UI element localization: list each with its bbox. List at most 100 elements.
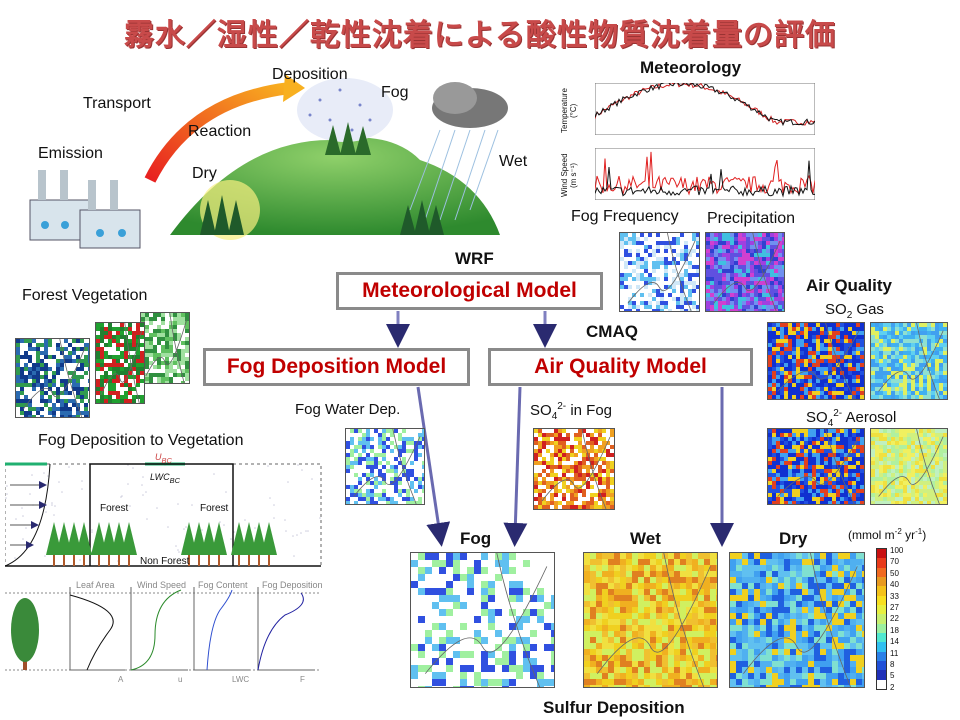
axis-f: F — [300, 675, 305, 684]
colorbar-segment — [877, 623, 886, 633]
colorbar-segment — [877, 558, 886, 568]
vegetation-map-2 — [95, 322, 145, 404]
colorbar-tick: 5 — [890, 671, 895, 681]
dry-deposition-glow — [200, 180, 260, 240]
vegetation-map-1 — [15, 338, 90, 418]
axis-a: A — [118, 675, 124, 684]
leaf-area-curve — [69, 594, 114, 671]
wind-speed-chart — [595, 148, 815, 200]
profile-leaf-area: Leaf Area — [76, 580, 115, 590]
colorbar-tick: 22 — [890, 614, 899, 624]
fog-frequency-map — [619, 232, 700, 312]
so4-aerosol-map-large — [767, 428, 865, 505]
non-forest-label: Non Forest — [140, 556, 190, 567]
fog-deposition-curve — [257, 592, 304, 671]
transport-arrow — [144, 82, 291, 183]
dry-sulfur-deposition-map — [729, 552, 865, 688]
u-bc-label: UBC — [155, 452, 172, 465]
meteorology-title: Meteorology — [640, 58, 742, 77]
precipitation-map — [705, 232, 785, 312]
colorbar-tick: 70 — [890, 557, 899, 567]
colorbar-tick: 2 — [890, 682, 895, 692]
colorbar-tick: 14 — [890, 637, 899, 647]
tree-icon — [11, 598, 39, 670]
air-quality-model-box: Air Quality Model — [488, 348, 753, 386]
deposition-scene — [29, 74, 508, 249]
colorbar-tick: 8 — [890, 660, 895, 670]
colorbar-segment — [877, 679, 886, 689]
vegetation-map-3 — [140, 312, 190, 384]
colorbar-segment — [877, 642, 886, 652]
air-quality-title: Air Quality — [806, 276, 892, 295]
colorbar-segment — [877, 576, 886, 587]
wet-sulfur-deposition-map — [583, 552, 718, 688]
colorbar-segment — [877, 614, 886, 624]
page-title: 霧水／湿性／乾性沈着による酸性物質沈着量の評価 — [123, 18, 837, 53]
so2-gas-map-small — [870, 322, 948, 400]
forest-vegetation-label: Forest Vegetation — [22, 287, 148, 304]
colorbar-tick: 50 — [890, 568, 899, 578]
colorbar-tick: 100 — [890, 546, 904, 555]
so4-aerosol-map-small — [870, 428, 948, 505]
so4-in-fog-label: SO42- in Fog — [530, 401, 613, 422]
lwc-bc-label: LWCBC — [150, 472, 181, 485]
colorbar-tick: 18 — [890, 625, 899, 635]
factory-icon — [29, 170, 141, 249]
fog-result-label: Fog — [460, 529, 492, 548]
fog-label: Fog — [381, 84, 409, 101]
axis-u: u — [178, 675, 183, 684]
colorbar-segment — [877, 595, 886, 605]
precipitation-label: Precipitation — [707, 210, 796, 227]
transport-label: Transport — [83, 95, 151, 112]
temperature-ylabel: Temperature (°C) — [560, 88, 578, 134]
wet-label: Wet — [499, 153, 528, 170]
dry-label: Dry — [192, 165, 217, 182]
vertical-profiles — [5, 587, 321, 671]
profile-fog-deposition: Fog Deposition — [262, 580, 323, 590]
colorbar-tick: 33 — [890, 591, 899, 601]
colorbar-segment — [877, 604, 886, 615]
wet-result-label: Wet — [630, 529, 661, 548]
dry-result-label: Dry — [779, 529, 808, 548]
so2-gas-label: SO2 Gas — [825, 301, 884, 321]
fog-sulfur-deposition-map — [410, 552, 555, 688]
wind-speed-curve — [130, 589, 182, 671]
wind-ylabel: Wind Speed (m s⁻¹) — [560, 153, 578, 198]
colorbar-tick: 27 — [890, 603, 899, 613]
colorbar-segment — [877, 586, 886, 596]
colorbar-segment — [877, 651, 886, 661]
colorbar-segment — [877, 660, 886, 671]
reaction-label: Reaction — [188, 123, 252, 140]
axis-lwc: LWC — [232, 675, 250, 684]
fog-water-dep-label: Fog Water Dep. — [295, 401, 401, 418]
temperature-chart — [595, 83, 815, 135]
fog-content-curve — [206, 589, 233, 671]
fog-frequency-label: Fog Frequency — [571, 208, 679, 225]
forest-label-1: Forest — [100, 503, 129, 514]
so2-gas-map-large — [767, 322, 865, 400]
so4-in-fog-map — [533, 428, 615, 510]
emission-label: Emission — [38, 145, 103, 162]
colorbar-tick: 40 — [890, 580, 899, 590]
colorbar-tick: 11 — [890, 648, 899, 658]
fog-deposition-to-vegetation-label: Fog Deposition to Vegetation — [38, 432, 244, 449]
fog-water-dep-map — [345, 428, 425, 505]
wrf-label: WRF — [455, 249, 494, 268]
forest-fog-schematic — [5, 462, 322, 567]
forest-label-2: Forest — [200, 503, 229, 514]
so4-aerosol-label: SO42- Aerosol — [806, 408, 897, 429]
profile-wind-speed: Wind Speed — [137, 580, 187, 590]
colorbar-segment — [877, 670, 886, 680]
colorbar — [876, 548, 887, 690]
meteorological-model-box: Meteorological Model — [336, 272, 603, 310]
cmaq-label: CMAQ — [586, 322, 638, 341]
colorbar-segment — [877, 632, 886, 643]
deposition-label: Deposition — [272, 66, 348, 83]
fog-deposition-model-box: Fog Deposition Model — [203, 348, 470, 386]
colorbar-unit: (mmol m-2 yr-1) — [848, 527, 927, 542]
colorbar-segment — [877, 549, 886, 559]
sulfur-deposition-caption: Sulfur Deposition — [543, 698, 685, 717]
forest-trees — [46, 522, 277, 566]
fog-cloud — [297, 78, 393, 142]
